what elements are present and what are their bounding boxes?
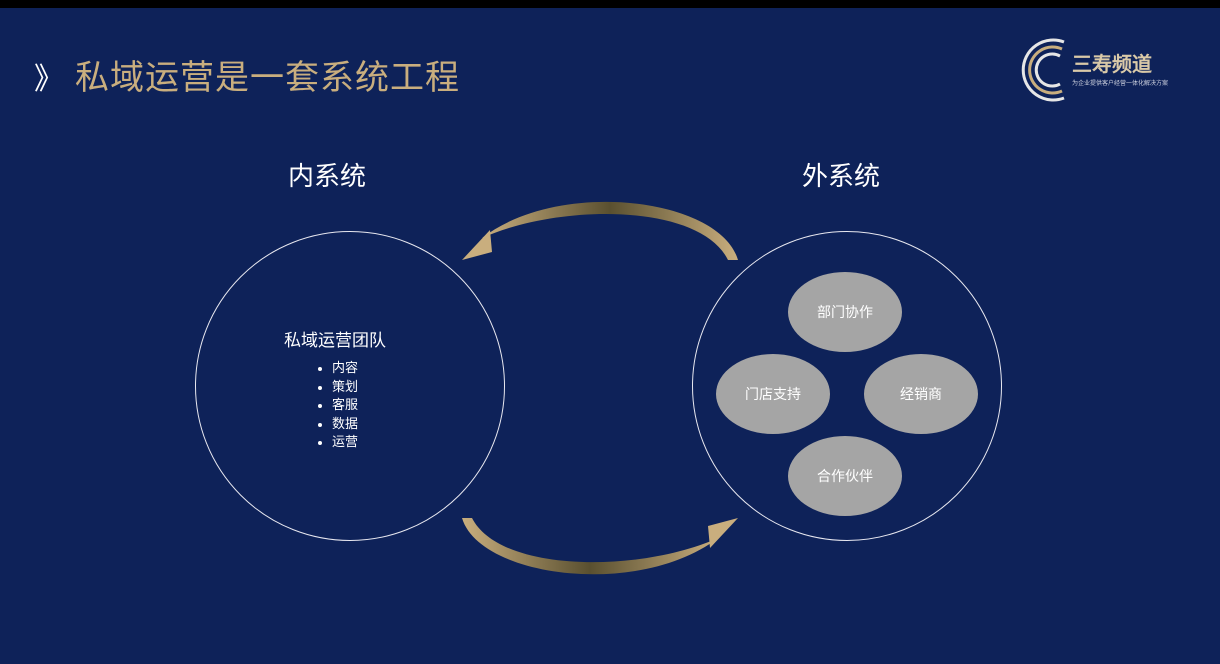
list-item: 数据 xyxy=(332,416,358,435)
double-chevron-icon: 》 xyxy=(34,62,65,97)
list-item: 客服 xyxy=(332,397,358,416)
logo: 三寿频道 为企业提供客户经营一体化解决方案 xyxy=(1018,34,1198,106)
list-item: 运营 xyxy=(332,434,358,453)
list-item: 策划 xyxy=(332,379,358,398)
slide: 》私域运营是一套系统工程 三寿频道 为企业提供客户经营一体化解决方案 内系统 外… xyxy=(0,8,1220,664)
slide-title: 》私域运营是一套系统工程 xyxy=(34,50,460,99)
inner-system-circle xyxy=(195,231,505,541)
node-department: 部门协作 xyxy=(788,272,902,352)
outer-system-circle xyxy=(692,231,1002,541)
cycle-arrows xyxy=(462,201,738,575)
list-item: 内容 xyxy=(332,360,358,379)
logo-name: 三寿频道 xyxy=(1072,52,1152,76)
node-dealer: 经销商 xyxy=(864,354,978,434)
outer-system-heading: 外系统 xyxy=(802,162,881,192)
logo-rings-icon xyxy=(1021,38,1065,102)
team-duties-list: 内容 策划 客服 数据 运营 xyxy=(320,360,358,453)
node-store-support: 门店支持 xyxy=(716,354,830,434)
node-partner: 合作伙伴 xyxy=(788,436,902,516)
team-label: 私域运营团队 xyxy=(284,331,386,351)
arrow-bottom-icon xyxy=(462,518,738,575)
title-text: 私域运营是一套系统工程 xyxy=(75,58,460,98)
inner-system-heading: 内系统 xyxy=(288,162,367,192)
arrow-top-icon xyxy=(462,201,738,260)
logo-subtitle: 为企业提供客户经营一体化解决方案 xyxy=(1072,80,1169,87)
